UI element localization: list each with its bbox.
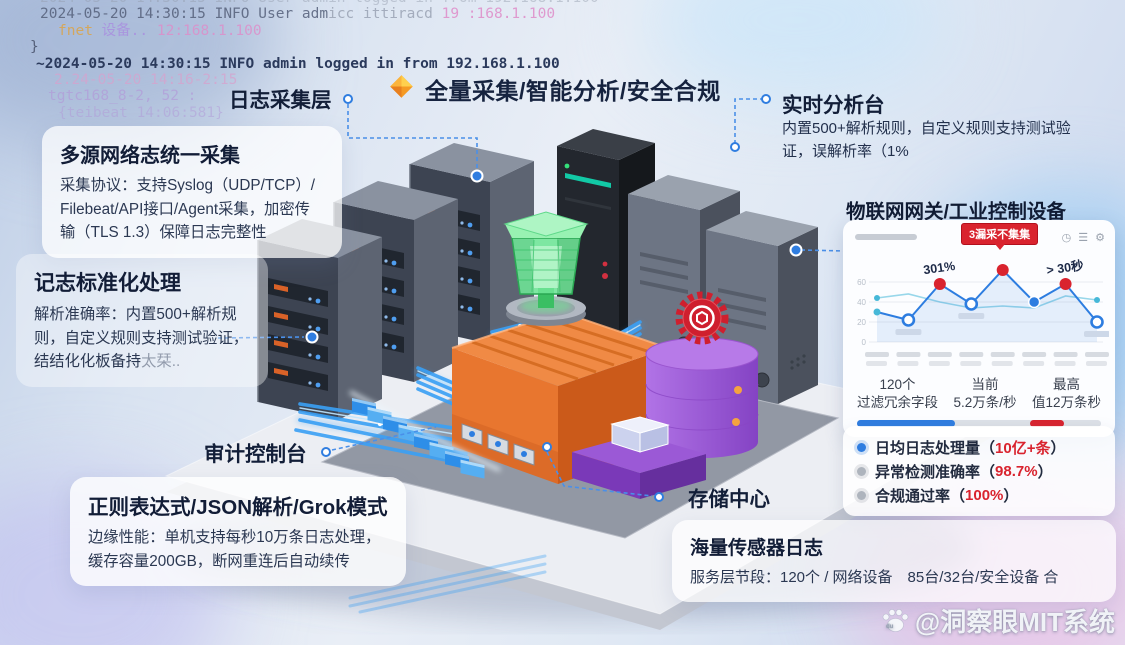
svg-text:du: du (886, 624, 894, 630)
log-line: } (30, 39, 39, 56)
log-line: 2024-05-20 14:30:15 INFO User admin logg… (40, 0, 599, 6)
headline: 全量采集/智能分析/安全合规 (388, 72, 721, 106)
panel-body: 解析准确率：内置500+解析规则，自定义规则支持测试验证，结结化化板备持太栞.. (34, 306, 249, 371)
bullet-dot-gray (857, 490, 866, 500)
dashboard-icons: ◷ ☰ ⚙ (1062, 231, 1105, 244)
collector-ports (461, 423, 535, 466)
panel-sensor: 海量传感器日志 服务层节段：120个 / 网络设备 85台/32台/安全设备 合 (672, 520, 1116, 603)
security-gear-icon (675, 291, 729, 345)
log-line: ~2024-05-20 14:30:15 INFO admin logged i… (36, 55, 560, 72)
log-line: fnet 设备.. 12:168.1.100 (58, 22, 262, 39)
metrics-card: 日均日志处理量（10亿+条） 异常检测准确率（98.7%） 合规通过率（100%… (843, 426, 1115, 516)
panel-title: 海量传感器日志 (690, 538, 824, 559)
panel-body: 采集协议：支持Syslog（UDP/TCP）/ Filebeat/API接口/A… (60, 177, 315, 242)
svg-text:> 30秒: > 30秒 (1045, 257, 1084, 277)
connector-endpoints (305, 94, 803, 502)
page-title: 全量采集/智能分析/安全合规 (425, 78, 721, 104)
dashboard-title-placeholder (855, 234, 917, 240)
faded-text: 太栞.. (141, 353, 181, 371)
panel-body: 服务层节段：120个 / 网络设备 85台/32台/安全设备 合 (690, 569, 1059, 586)
clock-icon: ◷ (1061, 231, 1072, 244)
badge-arrow (994, 244, 1005, 250)
log-line: 2024-05-20 14:30:15 INFO User admicc itt… (40, 6, 556, 23)
paw-icon: du (882, 608, 909, 632)
metric-value: 98.7% (995, 462, 1038, 480)
watermark: du @洞察眼MIT系统 (880, 602, 1115, 639)
svg-text:20: 20 (857, 318, 866, 327)
metric-value: 100% (965, 486, 1004, 504)
panel-multi-source: 多源网络志统一采集 采集协议：支持Syslog（UDP/TCP）/ Filebe… (42, 126, 342, 259)
storage-platform (572, 416, 706, 499)
callout-audit-console: 审计控制台 (204, 443, 307, 466)
diamond-icon (388, 73, 415, 105)
database-cylinder (645, 337, 759, 458)
svg-text:60: 60 (857, 278, 866, 287)
panel-title: 正则表达式/JSON解析/Grok模式 (88, 496, 388, 519)
svg-text:40: 40 (857, 298, 866, 307)
stat-current: 当前 5.2万条/秒 (953, 377, 1017, 411)
bullet-dot-gray (857, 466, 866, 476)
panel-realtime-title: 实时分析台 (782, 94, 885, 117)
mini-line-chart: 0 20 40 60 301% > 30秒 (857, 257, 1109, 366)
metric-row: 日均日志处理量（10亿+条） (857, 435, 1101, 459)
svg-text:0: 0 (862, 338, 867, 347)
svg-text:301%: 301% (922, 259, 956, 277)
metric-value: 10亿+条 (995, 439, 1051, 457)
gear-icon: ⚙ (1095, 231, 1105, 244)
stat-peak: 最高 值12万条秒 (1031, 377, 1101, 411)
panel-regex: 正则表达式/JSON解析/Grok模式 边缘性能：单机支持每秒10万条日志处理，… (70, 477, 406, 587)
green-glass-tower (503, 211, 589, 326)
callout-collect-layer: 日志采集层 (229, 89, 332, 112)
metric-row: 异常检测准确率（98.7%） (857, 459, 1101, 483)
panel-title: 记志标准化处理 (34, 272, 181, 295)
metric-row: 合规通过率（100%） (857, 483, 1101, 507)
callout-storage-center: 存储中心 (688, 488, 770, 511)
panel-realtime-body: 内置500+解析规则，自定义规则支持测试验证，误解析率（1% (782, 120, 1071, 160)
panel-body: 边缘性能：单机支持每秒10万条日志处理，缓存容量200GB，断网重连后自动续传 (88, 529, 381, 570)
progress-blue (857, 420, 955, 428)
alert-badge: 3漏采不集集 (961, 223, 1039, 250)
panel-title: 多源网络志统一采集 (60, 145, 240, 167)
watermark-text: @洞察眼MIT系统 (914, 607, 1115, 637)
menu-icon: ☰ (1078, 231, 1089, 244)
dashboard-card: ◷ ☰ ⚙ 3漏采不集集 0 20 40 60 301% > 30秒 120个 过滤冗余字… (843, 220, 1115, 438)
panel-standardize: 记志标准化处理 解析准确率：内置500+解析规则，自定义规则支持测试验证，结结化… (16, 254, 268, 388)
stats-row: 120个 过滤冗余字段 当前 5.2万条/秒 最高 值12万条秒 (843, 374, 1115, 412)
stat-filter: 120个 过滤冗余字段 (857, 377, 938, 411)
bullet-dot-blue (857, 442, 866, 452)
